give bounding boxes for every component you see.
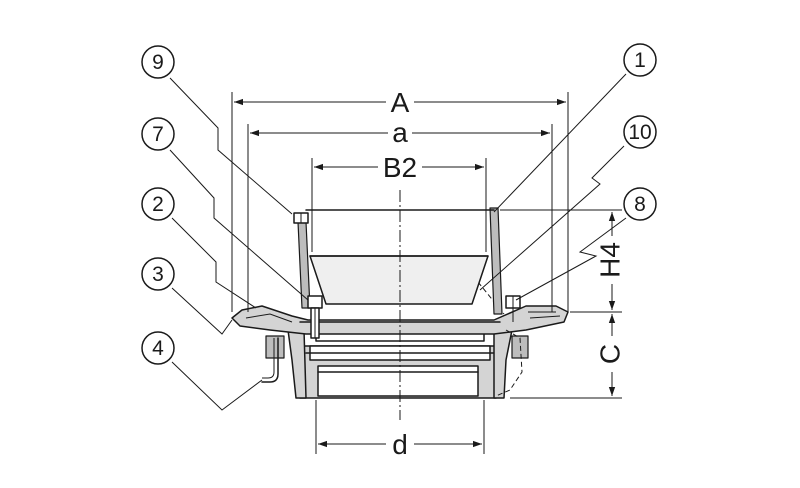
callout-7: 7 bbox=[141, 117, 309, 301]
dimension-C: C bbox=[510, 314, 625, 399]
callout-9: 9 bbox=[141, 45, 293, 215]
dimension-a-label: a bbox=[392, 117, 408, 148]
flange-groove-right bbox=[528, 311, 561, 319]
flange-bolt-head bbox=[307, 295, 323, 309]
dimension-H4: H4 bbox=[500, 209, 625, 313]
callout-7-label: 7 bbox=[152, 123, 164, 146]
drain-body-right-wall bbox=[493, 329, 513, 399]
dimension-A-label: A bbox=[391, 87, 410, 118]
hook-bolt bbox=[261, 337, 279, 383]
callout-4-label: 4 bbox=[152, 337, 164, 360]
callout-2: 2 bbox=[141, 187, 257, 309]
flange-groove-left bbox=[245, 313, 293, 323]
collar-left bbox=[297, 221, 311, 309]
hook-bolt-outline bbox=[262, 338, 275, 379]
callout-8-label: 8 bbox=[634, 193, 646, 216]
callout-3: 3 bbox=[141, 257, 233, 335]
hidden-drain-contour bbox=[495, 329, 523, 397]
callout-9-label: 9 bbox=[152, 51, 164, 74]
strainer-basket bbox=[309, 255, 489, 305]
dimension-d: d bbox=[315, 400, 485, 460]
callout-8: 8 bbox=[515, 187, 657, 301]
drain-body-left-wall bbox=[287, 329, 307, 399]
dimension-d-label: d bbox=[392, 429, 408, 460]
callout-3-label: 3 bbox=[152, 263, 164, 286]
dimension-A: A bbox=[231, 87, 569, 312]
callout-10: 10 bbox=[479, 115, 657, 291]
callout-1: 1 bbox=[493, 43, 657, 213]
drain-assembly bbox=[231, 190, 569, 420]
callout-1-label: 1 bbox=[634, 49, 646, 72]
dimension-B2-label: B2 bbox=[383, 152, 417, 183]
callout-4: 4 bbox=[141, 331, 263, 411]
dimension-H4-label: H4 bbox=[594, 242, 625, 278]
callout-10-label: 10 bbox=[628, 121, 651, 144]
dimension-B2: B2 bbox=[311, 152, 487, 252]
right-boss bbox=[511, 335, 529, 359]
dimension-C-label: C bbox=[594, 344, 625, 364]
outlet-inner-bore bbox=[317, 365, 479, 397]
callout-2-label: 2 bbox=[152, 193, 164, 216]
collar-right bbox=[489, 207, 503, 315]
left-boss bbox=[265, 335, 285, 359]
